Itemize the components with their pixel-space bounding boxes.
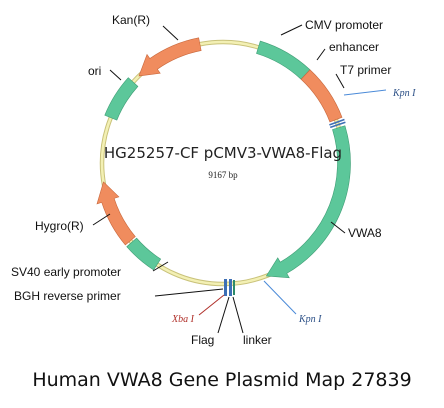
kpn1-bottom-leader: [263, 280, 297, 315]
hygro-leader: [92, 213, 111, 226]
kan-leader: [162, 25, 179, 41]
plasmid-size: 9167 bp: [208, 170, 238, 180]
kpn1-top-leader: [343, 89, 387, 96]
plasmid-name: HG25257-CF pCMV3-VWA8-Flag: [104, 144, 342, 162]
ori-label: ori: [88, 64, 101, 78]
kpn1-bottom-label: Kpn I: [298, 314, 322, 325]
linker-mark: [233, 280, 235, 295]
flag-leader: [217, 296, 230, 334]
enhancer-leader: [316, 48, 326, 61]
enhancer-feature: [300, 69, 343, 123]
linker-leader: [232, 296, 244, 334]
bgh-primer-mark: [224, 279, 227, 296]
bgh-leader: [154, 288, 224, 297]
bgh-label: BGH reverse primer: [14, 289, 121, 303]
t7-leader: [335, 73, 345, 89]
cmv-leader: [280, 24, 303, 36]
xba1-leader: [198, 294, 225, 316]
enhancer-label: enhancer: [329, 40, 379, 54]
flag-label: Flag: [191, 333, 214, 347]
hygro-label: Hygro(R): [35, 219, 84, 233]
sv40-label: SV40 early promoter: [11, 265, 121, 279]
t7-label: T7 primer: [340, 63, 391, 77]
hygro-feature: [96, 181, 136, 246]
kan-label: Kan(R): [112, 13, 150, 27]
cmv-label: CMV promoter: [305, 18, 383, 32]
ori-feature: [104, 77, 139, 121]
t7-primer-mark-2: [329, 121, 346, 129]
flag-mark: [229, 279, 232, 296]
linker-label: linker: [243, 333, 272, 347]
kan-feature: [138, 37, 202, 77]
vwa8-feature: [265, 125, 351, 279]
sv40-leader: [152, 261, 169, 272]
figure-caption: Human VWA8 Gene Plasmid Map 27839: [32, 369, 412, 391]
kpn1-top-label: Kpn I: [392, 88, 416, 99]
vwa8-label: VWA8: [348, 226, 382, 240]
cmv-promoter-feature: [256, 40, 311, 80]
xba1-label: Xba I: [171, 314, 195, 325]
t7-primer-mark: [329, 118, 345, 126]
ori-leader: [109, 69, 122, 81]
vwa8-leader: [330, 221, 346, 234]
sv40-promoter-feature: [126, 237, 162, 271]
